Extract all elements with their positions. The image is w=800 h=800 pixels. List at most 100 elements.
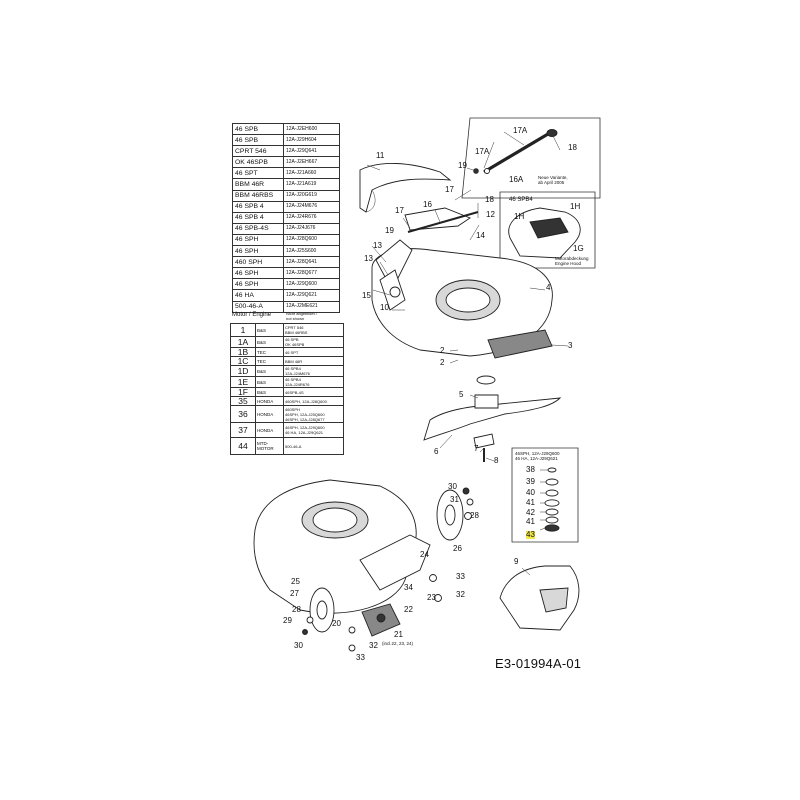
bearing-28	[464, 512, 472, 520]
note-new-variant: Neue Variante, ab April 2005	[538, 175, 568, 185]
screw-30-lower	[302, 629, 308, 635]
blade-bolt-washer-7	[473, 433, 495, 449]
handle-bar-16	[407, 211, 479, 233]
callout-5: 5	[459, 390, 464, 399]
callout-1h-2: 1H	[570, 202, 581, 211]
callout-15: 15	[362, 291, 371, 300]
handle-cover-11	[359, 163, 452, 213]
spacer-stack-38-43	[544, 467, 560, 532]
callout-32-2: 32	[369, 641, 378, 650]
discharge-chute-9	[499, 565, 580, 631]
model-code: 12A-J25S600	[283, 245, 340, 258]
bolt-29	[306, 616, 314, 624]
blade-adapter-5	[474, 394, 499, 409]
callout-32: 32	[456, 590, 465, 599]
callout-42: 42	[526, 508, 535, 517]
callout-17-2: 17	[395, 206, 404, 215]
bolt-33-lower	[348, 644, 356, 652]
bushing-20	[348, 626, 356, 634]
hub-cap-31	[466, 498, 474, 506]
callout-41: 41	[526, 498, 535, 507]
bushing-33	[429, 574, 437, 582]
callout-3: 3	[568, 341, 573, 350]
handle-rod-16a	[483, 132, 549, 174]
callout-9: 9	[514, 557, 519, 566]
callout-17a: 17A	[513, 126, 528, 135]
callout-34: 34	[404, 583, 413, 592]
rear-axle-housing	[359, 534, 431, 591]
deck-center-ring	[445, 287, 491, 313]
rod-washer	[484, 168, 490, 174]
callout-41-2: 41	[526, 517, 535, 526]
note-included-parts: (incl.22, 23, 24)	[382, 641, 414, 646]
spacer-box-title: 46SPH, 12A-J29Q600 46 HA, 12A-J29Q621	[515, 451, 560, 461]
engine-models: 500-46-A	[283, 437, 344, 455]
engine-table-title: Motor / Engine	[232, 312, 272, 318]
callout-10: 10	[380, 303, 389, 312]
callout-11: 11	[376, 151, 385, 160]
callout-19-2: 19	[385, 226, 394, 235]
callout-21: 21	[394, 630, 403, 639]
callout-6: 6	[434, 447, 439, 456]
callout-29: 29	[283, 616, 292, 625]
document-id: E3-01994A-01	[495, 656, 582, 671]
front-bumper-3	[487, 329, 553, 359]
callout-7: 7	[474, 444, 479, 453]
callout-33-2: 33	[356, 653, 365, 662]
blade-hub	[476, 375, 496, 385]
inset-box-spacer-stack	[511, 447, 579, 543]
note-engine-hood: Motorabdeckung Engine Hood	[555, 256, 589, 266]
callout-40: 40	[526, 488, 535, 497]
blade-6	[423, 397, 562, 441]
spb4-box-title: 46 SPB4	[509, 197, 533, 203]
callout-33: 33	[456, 572, 465, 581]
callout-18-2: 18	[485, 195, 494, 204]
callout-4: 4	[546, 283, 551, 292]
callout-16a: 16A	[509, 175, 524, 184]
callout-27: 27	[290, 589, 299, 598]
callout-31: 31	[450, 495, 459, 504]
callout-28: 28	[470, 511, 479, 520]
model-code: 12A-J2ME621	[283, 300, 340, 313]
callout-1h: 1H	[514, 212, 525, 221]
callout-24: 24	[420, 550, 429, 559]
rear-flap-handle-bracket	[404, 207, 471, 231]
callout-2-2: 2	[440, 358, 445, 367]
callout-12: 12	[486, 210, 495, 219]
callout-28-2: 28	[292, 605, 301, 614]
callout-20: 20	[332, 619, 341, 628]
callout-8: 8	[494, 456, 499, 465]
callout-38: 38	[526, 465, 535, 474]
rod-cap-18	[546, 129, 558, 137]
callout-17: 17	[445, 185, 454, 194]
callout-18: 18	[568, 143, 577, 152]
lever-knob-15	[389, 286, 401, 298]
callout-1g: 1G	[573, 244, 584, 253]
callout-39: 39	[526, 477, 535, 486]
callout-14: 14	[476, 231, 485, 240]
callout-30-2: 30	[294, 641, 303, 650]
callout-19: 19	[458, 161, 467, 170]
callout-16: 16	[423, 200, 432, 209]
callout-22: 22	[404, 605, 413, 614]
callout-25: 25	[291, 577, 300, 586]
bolt-32	[434, 594, 442, 602]
callout-13: 13	[373, 241, 382, 250]
callout-2: 2	[440, 346, 445, 355]
screw-30	[462, 487, 470, 495]
inset-box-engine-hood	[499, 191, 596, 269]
callout-17a-2: 17A	[475, 147, 490, 156]
callout-26: 26	[453, 544, 462, 553]
